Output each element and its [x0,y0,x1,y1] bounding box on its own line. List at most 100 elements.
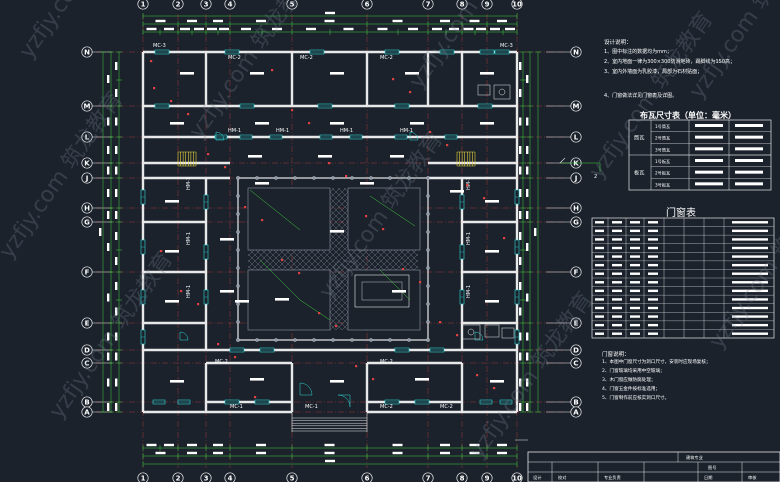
room-label-30 [450,190,464,193]
window-table-cell [630,306,640,310]
grid-bubble-10 [511,0,523,10]
window-table-cell [612,263,622,267]
door-tag-4: MC-3 [500,43,513,49]
door-marker [402,268,405,271]
grid-label-K: K [84,160,90,168]
dim-text-mark [207,27,217,31]
door-tag-1: MC-2 [228,55,241,61]
title-block-cell-5: 日期 [704,475,712,481]
window-table-cell [732,315,768,318]
dim-text-mark [272,27,282,31]
window-table-cell [595,246,604,250]
window-table-cell [595,323,604,327]
column [255,176,259,180]
dim-text-mark [146,27,157,31]
grid-label-8: 8 [460,475,465,482]
window-notes-item-5: 5、门窗制作前应核实洞口尺寸。 [602,396,670,401]
column [274,338,278,342]
grid-label-M: M [84,103,91,111]
grid-label-H: H [573,205,579,213]
column [312,176,316,180]
window-table-cell [595,229,604,233]
dim-text-mark [490,27,500,31]
door-marker [150,60,153,63]
window-notes-heading: 门窗说明： [602,352,630,358]
brick-table-value [695,147,723,151]
side-door-tag-0: HM-1 [186,177,192,190]
column [236,194,240,198]
dim-text-mark [526,243,529,251]
grid-label-F: F [85,269,90,277]
door-marker [187,113,190,116]
grid-label-K: K [573,160,579,168]
window-table-cell [648,298,658,301]
window-table-cell [732,229,768,233]
room-label-9 [480,122,494,125]
courtyard-bed-ne [347,187,421,251]
brick-table-value [695,159,723,162]
dim-text-mark [324,451,335,455]
bathroom-shower [501,327,515,339]
dim-text-mark [107,211,110,219]
door [179,331,189,341]
window-table-cell [612,281,622,284]
grid-bubble-7 [422,472,434,482]
column [426,230,430,234]
dim-text-mark [534,228,537,236]
dim-text-mark [256,19,266,23]
window-table-cell [612,272,622,275]
brick-table-value [735,182,763,186]
grid-label-1: 1 [141,475,146,482]
dim-text-mark [449,27,459,31]
grid-label-7: 7 [426,1,431,9]
dim-text-mark [526,293,529,302]
grid-label-4: 4 [228,475,233,482]
window-table-cell [630,323,640,327]
grid-label-D: D [573,347,579,355]
window-notes-item-2: 2、门窗玻璃均采用中空玻璃； [602,369,665,374]
dim-text-mark [187,443,197,447]
dim-text-mark [526,166,529,175]
column [331,176,335,180]
window-table-cell [612,315,622,318]
column [236,266,240,270]
title-block-cell-2: 设计 [533,474,541,481]
dim-text-mark [476,27,486,31]
room-label-13 [485,200,499,203]
room-label-26 [490,380,504,383]
window-table-cell [630,272,640,275]
room-label-24 [415,378,429,381]
room-label-5 [170,122,184,125]
window-table-cell [595,332,604,335]
door-tag-9: MC-2 [215,359,228,365]
window-table-cell [630,332,640,335]
grid-label-B: B [84,399,89,407]
dim-text-mark [519,352,522,361]
door-marker [466,184,469,187]
notes-item-4: 4、门窗做法详见门窗表及详图。 [604,93,678,99]
grid-label-2: 2 [176,1,181,9]
dim-text-mark [107,189,110,197]
dim-text-mark [526,332,529,341]
room-label-18 [360,182,374,185]
dim-text-mark [497,19,507,23]
column [426,194,430,198]
watermark-text-1: yzfjy.com 筑龙教育 [0,87,128,263]
dim-text-mark [107,293,110,302]
dim-text-mark [526,146,529,154]
door-marker [365,215,368,218]
side-door-tag-4: HM-1 [466,232,472,245]
sink-fixture [477,84,491,96]
dim-text-mark [469,443,480,447]
door-marker [335,325,338,328]
grid-label-A: A [84,409,90,417]
door-marker [261,219,264,222]
dim-text-mark [164,443,174,447]
leader-line-0 [249,189,301,231]
dim-text-mark [440,443,450,447]
dim-text-mark [519,211,522,219]
window-table-cell [630,238,640,241]
dim-text-mark [526,211,529,219]
door-marker [476,374,479,377]
